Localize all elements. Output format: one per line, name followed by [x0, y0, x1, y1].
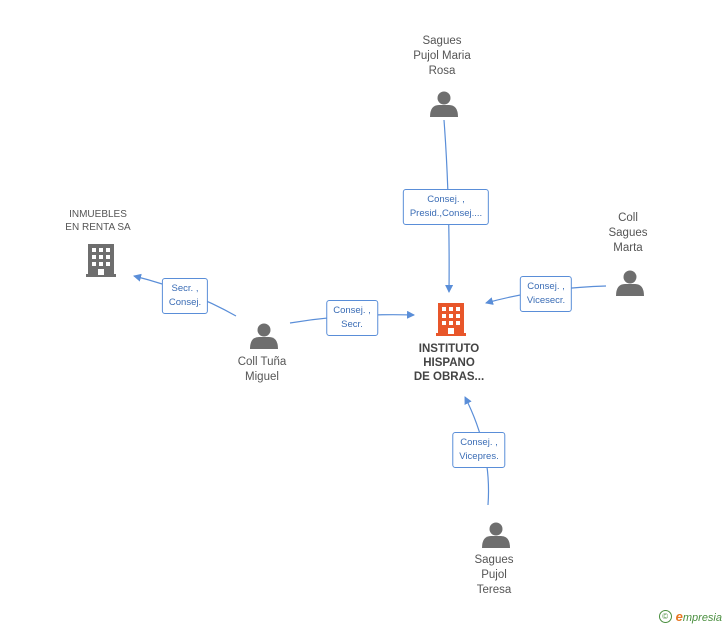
role-line: Vicesecr. — [526, 295, 566, 306]
node-label-coll-tuna-miguel[interactable]: Coll Tuña Miguel — [238, 355, 287, 385]
person-icon[interactable] — [430, 91, 458, 118]
role-line: Presid.,Consej.... — [409, 208, 483, 219]
role-line: Secr. — [341, 319, 363, 330]
label-line: Sagues — [474, 554, 514, 566]
label-line: Miguel — [245, 371, 279, 383]
edge-label-miguel-inmuebles[interactable]: Secr. , Consej. — [161, 278, 209, 314]
label-line: Coll — [618, 212, 638, 224]
edge-label-miguel-instituto[interactable]: Consej. , Secr. — [326, 300, 378, 336]
label-line: Marta — [613, 242, 643, 254]
label-line: Rosa — [428, 65, 456, 77]
node-label-instituto-hispano[interactable]: INSTITUTO HISPANO DE OBRAS... — [414, 342, 484, 384]
person-icon[interactable] — [482, 522, 510, 549]
label-line: HISPANO — [423, 357, 475, 369]
label-line: Teresa — [476, 584, 512, 596]
label-line: EN RENTA SA — [65, 222, 131, 233]
label-line: Pujol — [481, 569, 507, 581]
node-label-sagues-pujol-teresa[interactable]: Sagues Pujol Teresa — [474, 553, 513, 598]
label-line: INMUEBLES — [69, 209, 127, 220]
label-line: INSTITUTO — [418, 343, 480, 355]
node-label-coll-sagues-marta[interactable]: Coll Sagues Marta — [608, 211, 647, 256]
role-line: Vicepres. — [459, 451, 499, 462]
label-line: Pujol Maria — [413, 50, 471, 62]
person-icon[interactable] — [250, 323, 278, 350]
label-line: Sagues — [608, 227, 648, 239]
edge-label-rosa-instituto[interactable]: Consej. , Presid.,Consej.... — [402, 189, 490, 225]
copyright-icon: © — [658, 610, 672, 623]
label-line: DE OBRAS... — [413, 371, 485, 383]
role-line: Consej. , — [527, 281, 565, 292]
edge-label-teresa-instituto[interactable]: Consej. , Vicepres. — [452, 432, 506, 468]
person-icon[interactable] — [616, 270, 644, 297]
role-line: Consej. , — [427, 194, 465, 205]
role-line: Secr. , — [171, 283, 199, 294]
edge-label-marta-instituto[interactable]: Consej. , Vicesecr. — [519, 276, 573, 312]
brand-logo: empresia — [675, 609, 722, 624]
role-line: Consej. , — [460, 437, 498, 448]
role-line: Consej. — [168, 297, 202, 308]
node-label-inmuebles[interactable]: INMUEBLES EN RENTA SA — [65, 208, 130, 234]
node-label-sagues-pujol-maria-rosa[interactable]: Sagues Pujol Maria Rosa — [413, 34, 471, 79]
footer-brand[interactable]: ©empresia — [658, 609, 722, 624]
label-line: Coll Tuña — [237, 356, 287, 368]
building-icon-main[interactable] — [436, 303, 466, 336]
label-line: Sagues — [422, 35, 462, 47]
role-line: Consej. , — [333, 305, 371, 316]
building-icon[interactable] — [86, 244, 116, 277]
